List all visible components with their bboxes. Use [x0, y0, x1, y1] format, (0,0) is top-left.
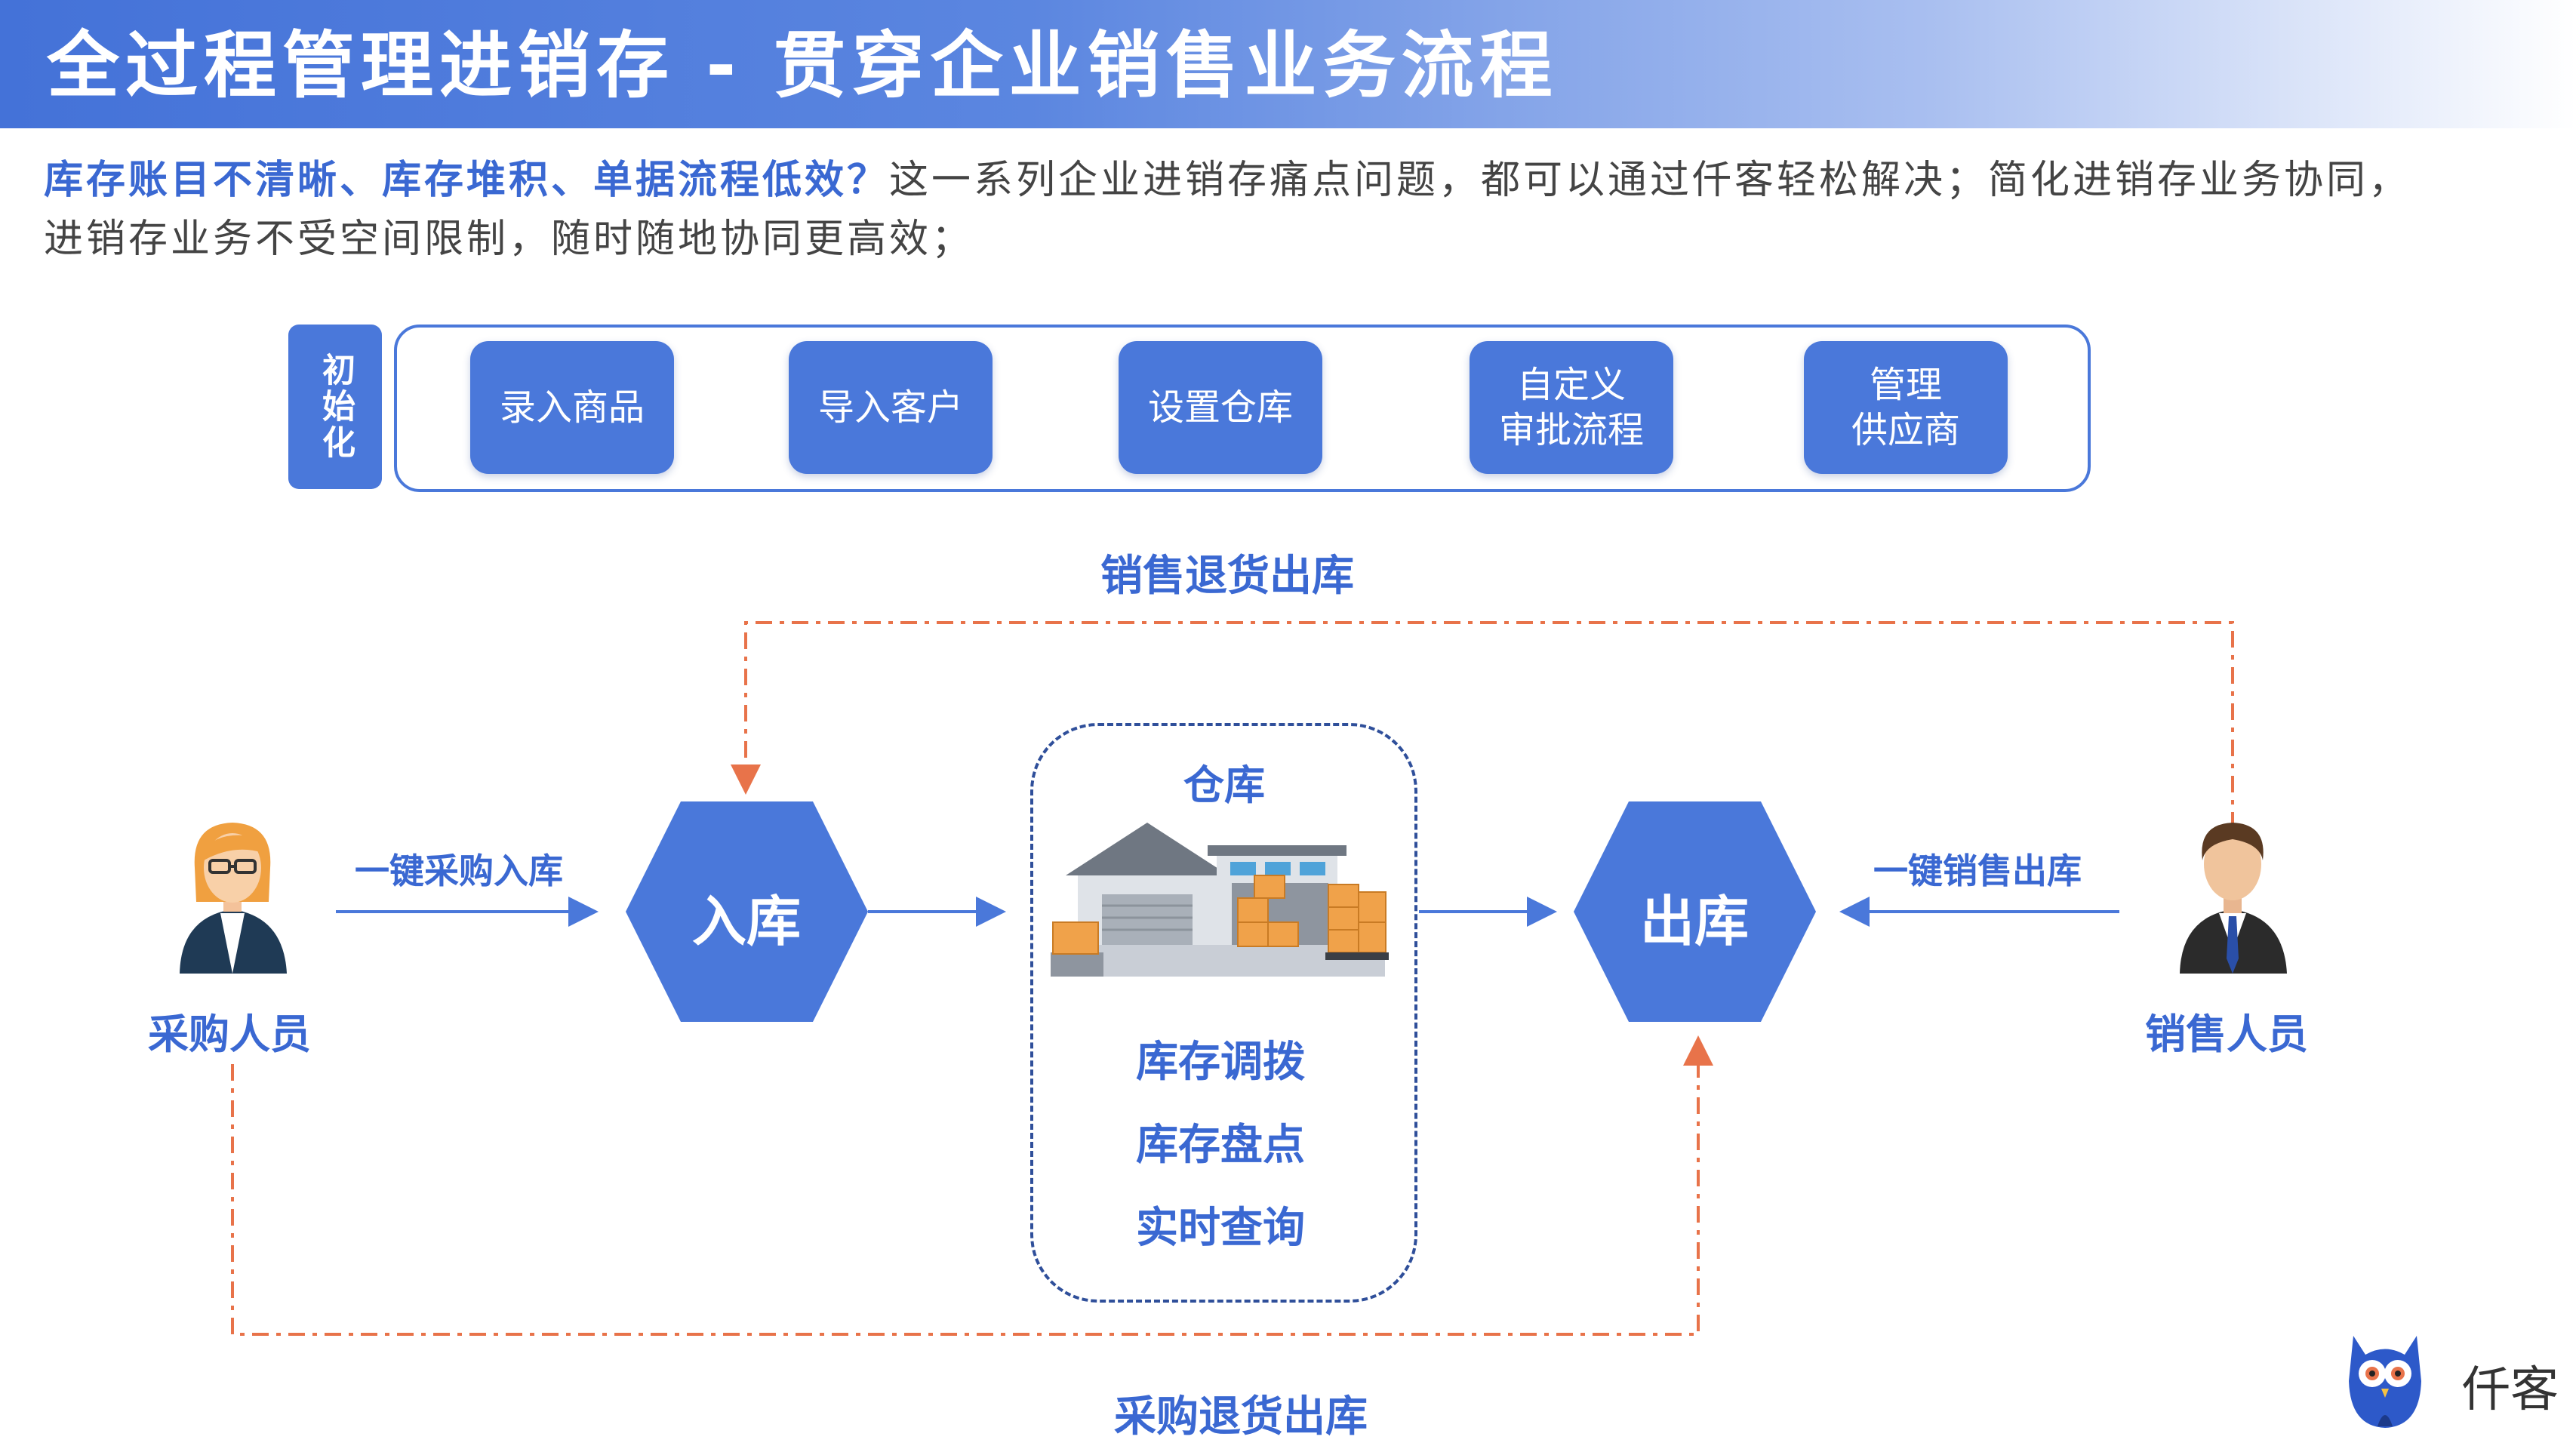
init-step-add-product: 录入商品 — [470, 341, 674, 474]
intro-paragraph: 库存账目不清晰、库存堆积、单据流程低效？这一系列企业进销存痛点问题，都可以通过仟… — [44, 151, 2444, 269]
intro-text: 这一系列企业进销存痛点问题，都可以通过仟客轻松解决；简化进销存业务协同，进销存业… — [44, 158, 2411, 262]
warehouse-function-realtime-query: 实时查询 — [1136, 1204, 1305, 1253]
outbound-hexagon — [1574, 801, 1816, 1022]
salesperson-label: 销售人员 — [2145, 1011, 2308, 1058]
warehouse-box — [1030, 723, 1417, 1303]
inbound-hexagon — [626, 801, 868, 1022]
salesperson-figure — [2180, 823, 2287, 974]
outbound-label: 出库 — [1639, 890, 1749, 953]
purchaser-figure — [180, 823, 287, 974]
init-step-import-customer: 导入客户 — [789, 341, 993, 474]
warehouse-function-stocktake: 库存盘点 — [1136, 1121, 1305, 1170]
init-tag: 初始化 — [288, 325, 382, 489]
title-bar — [0, 0, 2576, 128]
sales-return-label: 销售退货出库 — [1100, 552, 1354, 601]
intro-highlight: 库存账目不清晰、库存堆积、单据流程低效？ — [44, 158, 890, 203]
purchase-return-label: 采购退货出库 — [1114, 1392, 1368, 1441]
init-frame — [394, 325, 2091, 492]
warehouse-function-transfer: 库存调拨 — [1136, 1038, 1305, 1087]
purchaser-label: 采购人员 — [148, 1011, 311, 1058]
brand-name: 仟客 — [2462, 1362, 2559, 1418]
sales-out-label: 一键销售出库 — [1873, 851, 2082, 891]
init-step-custom-approval: 自定义 审批流程 — [1470, 341, 1673, 474]
page-title: 全过程管理进销存 - 贯穿企业销售业务流程 — [47, 23, 1559, 108]
purchase-return-arrow — [231, 1035, 1713, 1336]
warehouse-title: 仓库 — [1183, 761, 1265, 809]
sales-return-arrow — [731, 621, 2234, 829]
init-step-manage-supplier: 管理 供应商 — [1804, 341, 2008, 474]
warehouse-illustration — [1051, 823, 1389, 977]
inbound-label: 入库 — [691, 890, 801, 953]
owl-logo-icon — [2349, 1336, 2421, 1428]
init-step-setup-warehouse: 设置仓库 — [1119, 341, 1322, 474]
purchase-in-label: 一键采购入库 — [355, 851, 563, 891]
